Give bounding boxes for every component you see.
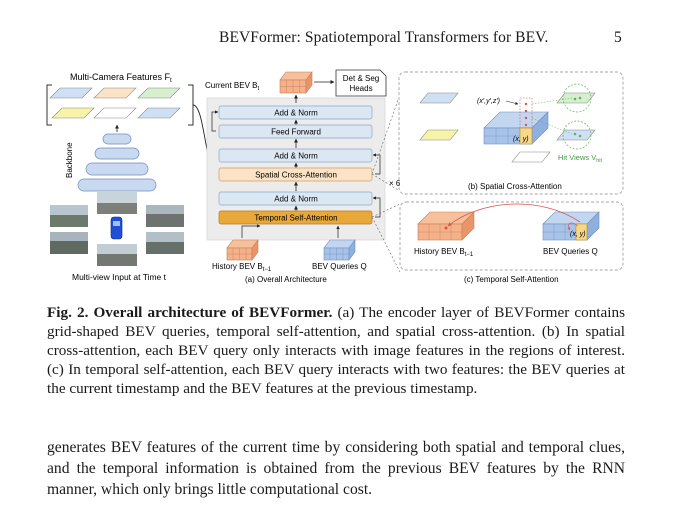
figure-caption: Fig. 2. Overall architecture of BEVForme… — [47, 303, 625, 398]
backbone-label: Backbone — [65, 142, 74, 178]
backbone-panel: Multi-Camera Features Ft Backbone — [46, 72, 194, 282]
tsa-query-label: (x, y) — [570, 231, 586, 238]
body-paragraph: generates BEV features of the current ti… — [47, 439, 625, 498]
spatial-cross-attention-block — [218, 167, 373, 182]
page-number: 5 — [614, 29, 622, 46]
sca-query-label: (x, y) — [513, 136, 529, 143]
add-norm-label-3: Add & Norm — [274, 195, 318, 204]
pillar — [519, 97, 533, 129]
backbone-stage-2 — [94, 147, 140, 160]
caption-c: (c) Temporal Self-Attention — [464, 275, 559, 284]
bev-queries-grid — [323, 239, 356, 261]
caption-title: Overall architecture of BEVFormer. — [93, 304, 333, 321]
det-seg-heads-box — [335, 69, 387, 97]
overall-architecture-panel: Current BEV Bt Det & Seg Heads Add & Nor… — [205, 69, 401, 284]
backbone-stage-3 — [85, 162, 149, 176]
sca-bev-grid — [483, 97, 549, 145]
center-history-bev-label: History BEV Bt−1 — [212, 262, 272, 273]
feature-map-6 — [137, 107, 181, 119]
repeat-label: × 6 — [389, 179, 401, 188]
spatial-cross-attention-panel: (x′,y′,z′) (x, y) Hit Views Vhit (b) Spa… — [398, 71, 624, 195]
running-title: BEVFormer: Spatiotemporal Transformers f… — [219, 29, 549, 46]
add-norm-block-2 — [218, 148, 373, 163]
caption-text: (a) The encoder layer of BEVFormer conta… — [47, 304, 625, 397]
hit-view-circle-1 — [562, 83, 592, 113]
add-norm-block-3 — [218, 191, 373, 206]
tsa-history-bev-label: History BEV Bt−1 — [414, 247, 474, 258]
feature-map-5 — [93, 107, 137, 119]
feed-forward-block — [218, 124, 373, 139]
heads-label-line1: Det & Seg — [343, 74, 379, 83]
tsa-attention-arrow — [447, 203, 581, 227]
center-bev-queries-label: BEV Queries Q — [312, 262, 367, 271]
sca-dashed-frame — [398, 71, 624, 195]
sca-coord-label: (x′,y′,z′) — [477, 98, 500, 105]
multiview-input-label: Multi-view Input at Time t — [72, 272, 167, 282]
caption-b: (b) Spatial Cross-Attention — [468, 182, 562, 191]
feature-map-3 — [137, 87, 181, 99]
backbone-stage-1 — [102, 133, 132, 145]
camera-images — [50, 192, 184, 266]
current-bev-label: Current BEV Bt — [205, 81, 259, 92]
hit-view-circle-2 — [562, 120, 592, 150]
add-norm-label-2: Add & Norm — [274, 152, 318, 161]
feature-map-1 — [49, 87, 93, 99]
multi-camera-label: Multi-Camera Features Ft — [70, 72, 172, 84]
feature-map-2 — [93, 87, 137, 99]
history-bev-grid — [226, 239, 259, 261]
feed-forward-label: Feed Forward — [271, 128, 321, 137]
caption-a: (a) Overall Architecture — [245, 275, 327, 284]
feature-bracket-right — [188, 84, 194, 126]
feature-map-4 — [51, 107, 95, 119]
tsa-query-cell — [575, 223, 588, 241]
feature-bracket-left — [46, 84, 52, 126]
add-norm-block-1 — [218, 105, 373, 120]
temporal-self-attention-panel: (x, y) History BEV Bt−1 BEV Queries Q (c… — [399, 201, 624, 284]
tsa-dashed-frame — [399, 201, 624, 271]
current-bev-grid — [279, 71, 313, 94]
temporal-self-attention-label: Temporal Self-Attention — [254, 214, 337, 223]
caption-label: Fig. 2. — [47, 304, 89, 321]
ego-car-icon — [110, 216, 123, 240]
backbone-stage-4 — [77, 178, 157, 192]
tsa-history-bev-grid — [417, 211, 475, 241]
tsa-bev-queries-label: BEV Queries Q — [543, 247, 598, 256]
spatial-cross-attention-label: Spatial Cross-Attention — [255, 171, 337, 180]
tsa-bev-queries-grid — [542, 211, 600, 241]
figure-2: Multi-Camera Features Ft Backbone — [46, 69, 624, 284]
heads-label-line2: Heads — [349, 84, 372, 93]
add-norm-label-1: Add & Norm — [274, 109, 318, 118]
hit-views-label: Hit Views Vhit — [558, 153, 602, 164]
